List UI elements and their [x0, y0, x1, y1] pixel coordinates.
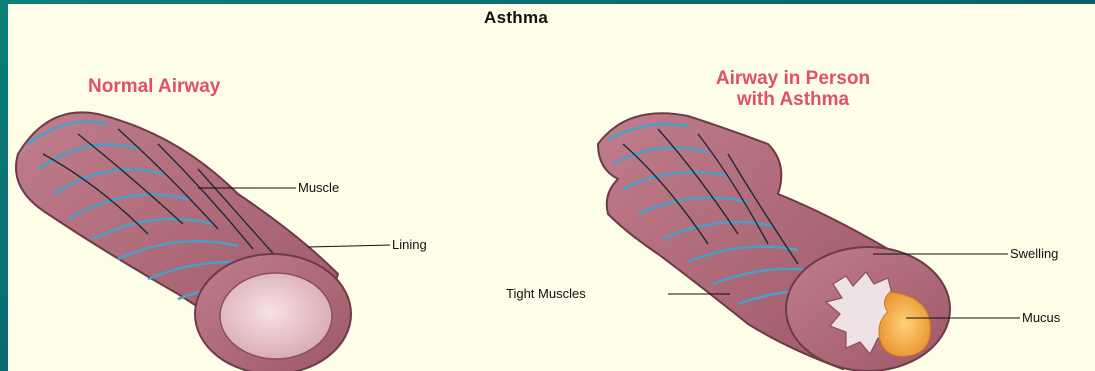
window-frame-left: [0, 0, 8, 371]
airway-illustration: [8, 4, 1095, 371]
diagram-canvas: Asthma Normal Airway Airway in Person wi…: [8, 4, 1095, 371]
normal-airway-lumen: [220, 273, 332, 359]
label-mucus: Mucus: [1022, 310, 1060, 325]
label-swelling: Swelling: [1010, 246, 1058, 261]
normal-airway-tube: [16, 112, 351, 371]
asthma-airway-tube: [598, 113, 950, 371]
label-lining: Lining: [392, 237, 427, 252]
label-muscle: Muscle: [298, 180, 339, 195]
label-tight-muscles: Tight Muscles: [506, 286, 586, 301]
